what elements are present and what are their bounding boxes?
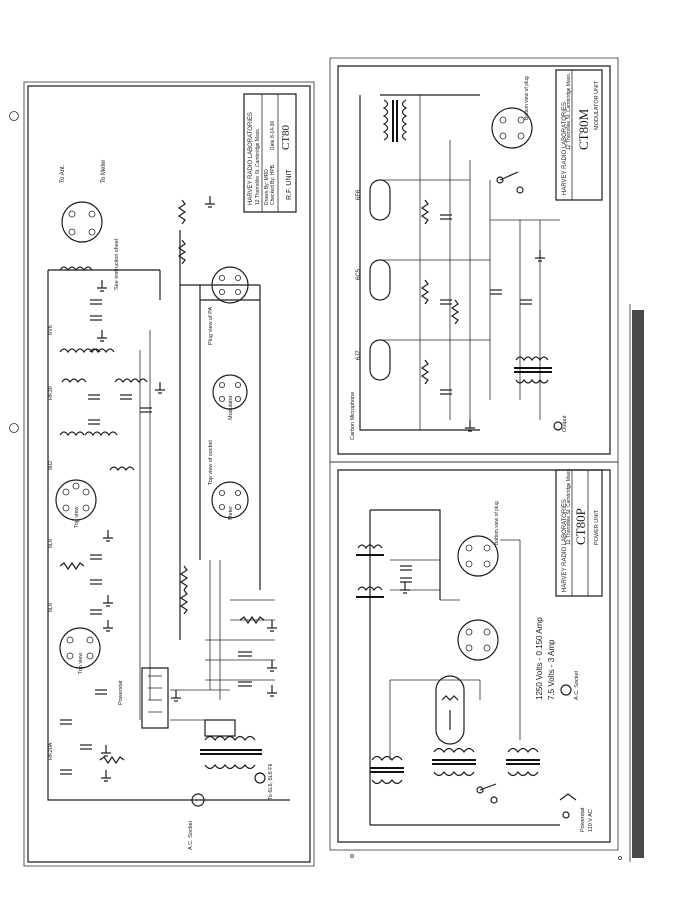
- rf-model: CT80: [280, 124, 292, 150]
- rf-sockets: [56, 202, 248, 668]
- mod-tube-label: 6C5: [356, 268, 362, 280]
- rf-powerstat-switch: [142, 668, 168, 728]
- rf-label-top-view-socket: Top view of socket: [208, 440, 214, 485]
- binder-strip: [632, 310, 644, 858]
- rf-tube-label: 6V6: [48, 325, 54, 335]
- rf-tube-label: RK20A: [48, 742, 54, 760]
- rf-label-top-view-1: Top view: [74, 507, 80, 528]
- power-address: 12 Thorndike St. Cambridge Mass.: [566, 468, 572, 545]
- power-label-ac-socket: A.C. Socket: [574, 670, 580, 700]
- binder-hole-bottom: [10, 424, 19, 433]
- rf-label-top-view-2: Top view: [78, 653, 84, 674]
- mod-tube-label: 6F6: [356, 189, 362, 200]
- mod-label-carbon-mic: Carbon Microphone: [350, 392, 356, 440]
- modulator-unit-schematic: HARVEY RADIO LABORATORIES 12 Thorndike S…: [330, 58, 618, 462]
- power-label-plug: Bottom view of plug: [494, 501, 500, 545]
- power-rating-hv: 1250 Volts - 0.150 Amp: [535, 617, 544, 700]
- rf-date: Date 8-14-36: [270, 121, 276, 150]
- mod-unit-name: MODULATOR UNIT: [594, 80, 600, 130]
- rf-label-plug-view: Plug view of PA: [208, 307, 214, 345]
- mod-company: HARVEY RADIO LABORATORIES: [562, 102, 568, 195]
- power-unit-name: POWER UNIT: [594, 509, 600, 545]
- rf-drawn: Drawn By: MRD: [264, 169, 270, 205]
- binder-hole-top: [10, 112, 19, 121]
- power-company: HARVEY RADIO LABORATORIES: [562, 499, 568, 592]
- rf-label-to-ant: To Ant.: [60, 164, 66, 183]
- mod-tube-label: 6J7: [356, 350, 362, 360]
- rf-grounds: [97, 196, 277, 781]
- rf-label-modulator: Modulator: [228, 395, 234, 420]
- rf-label-see-instruction: See instruction sheet: [114, 238, 120, 290]
- mod-address: 12 Thorndike St. Cambridge Mass.: [566, 73, 572, 150]
- power-rating-fil: 7.5 Volts - 3 Amp: [547, 639, 556, 700]
- rf-unit-schematic: HARVEY RADIO LABORATORIES 12 Thorndike S…: [24, 82, 314, 866]
- power-title-block: HARVEY RADIO LABORATORIES 12 Thorndike S…: [556, 468, 602, 596]
- power-unit-schematic: HARVEY RADIO LABORATORIES 12 Thorndike S…: [330, 462, 618, 850]
- rf-address: 12 Thorndike St. Cambridge Mass.: [255, 128, 261, 205]
- rf-label-meter: Meter: [228, 506, 234, 520]
- rf-label-ac-socket: A.C. Socket: [188, 820, 194, 850]
- rf-company: HARVEY RADIO LABORATORIES: [248, 112, 254, 205]
- rf-capacitors: [60, 300, 252, 774]
- rf-checked: Checked By: HPB: [270, 164, 276, 205]
- power-label-line: 110 V AC: [588, 809, 594, 832]
- mod-label-bottom-view: Bottom view of plug: [524, 76, 530, 120]
- rf-transformer: [192, 720, 265, 806]
- rf-tube-label: 6L6: [48, 539, 54, 548]
- power-label-powerstat: Powerstat: [580, 807, 586, 832]
- mod-tubes: 6F6 6C5 6J7: [356, 180, 390, 380]
- power-model: CT80P: [573, 508, 588, 545]
- modulator-title-block: HARVEY RADIO LABORATORIES 12 Thorndike S…: [556, 70, 602, 200]
- mod-label-output: Output: [562, 415, 568, 432]
- rf-title-block: HARVEY RADIO LABORATORIES 12 Thorndike S…: [244, 94, 296, 212]
- rf-label-to-meter: To Meter: [101, 160, 107, 183]
- rf-tube-label: 802: [48, 461, 54, 470]
- rf-label-to-tube: To 6L6, 6L6 Fil: [268, 764, 274, 800]
- mod-model: CT80M: [576, 108, 591, 150]
- rf-tube-label: RK39: [48, 386, 54, 400]
- rf-label-powerstat: Powerstat: [118, 680, 124, 705]
- rf-unit-name: R.F. UNIT: [286, 169, 293, 200]
- rf-tube-label: 6L6: [48, 603, 54, 612]
